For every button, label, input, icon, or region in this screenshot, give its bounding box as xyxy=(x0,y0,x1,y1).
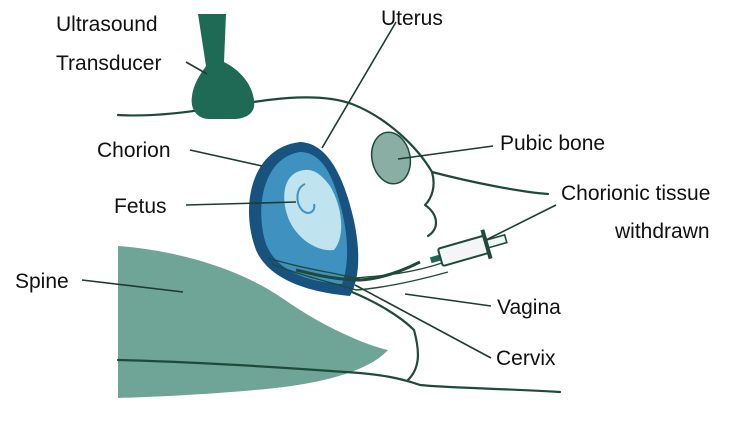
label-ultrasound-transducer-line1: Ultrasound xyxy=(56,13,158,36)
syringe xyxy=(427,224,510,274)
label-fetus: Fetus xyxy=(114,195,167,218)
label-chorionic-tissue-withdrawn-line1: Chorionic tissue xyxy=(561,182,710,205)
leader-ultrasound-transducer xyxy=(186,62,207,74)
ultrasound-transducer-probe xyxy=(192,14,255,119)
label-ultrasound-transducer-line2: Transducer xyxy=(56,52,161,75)
label-vagina: Vagina xyxy=(497,296,561,319)
label-cervix: Cervix xyxy=(496,347,556,370)
label-chorionic-tissue-withdrawn-line2: withdrawn xyxy=(614,220,710,243)
leader-uterus xyxy=(322,22,396,148)
label-uterus: Uterus xyxy=(381,7,443,30)
syringe-barrel xyxy=(438,236,489,267)
abdominal-contour xyxy=(432,172,548,194)
label-chorion: Chorion xyxy=(97,139,171,162)
leader-pubic-bone xyxy=(398,146,493,159)
leader-chorion xyxy=(190,150,262,166)
leader-chorionic-tissue xyxy=(486,205,556,240)
label-pubic-bone: Pubic bone xyxy=(500,132,605,155)
label-spine: Spine xyxy=(15,270,69,293)
leader-vagina xyxy=(405,294,491,306)
